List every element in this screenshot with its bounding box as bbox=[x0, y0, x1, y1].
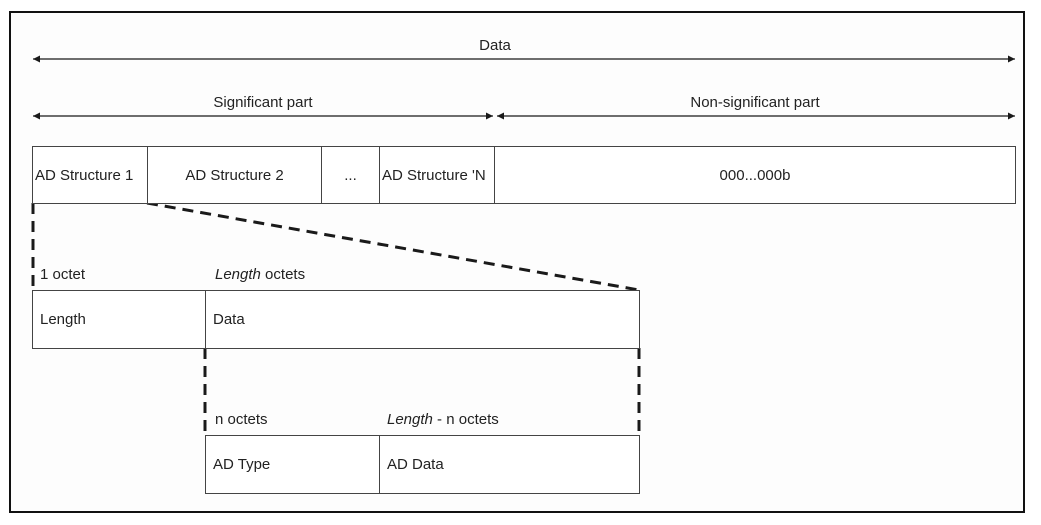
data-field-cell: Data bbox=[205, 290, 640, 349]
data-field-label: Data bbox=[213, 311, 245, 328]
ad-type-label: AD Type bbox=[213, 456, 271, 473]
ad-data-cell: AD Data bbox=[379, 435, 640, 494]
non-significant-zeros-label: 000...000b bbox=[719, 166, 791, 184]
ad-structure-1-cell: AD Structure 1 bbox=[32, 146, 148, 204]
non-significant-zeros-cell: 000...000b bbox=[494, 146, 1016, 204]
ad-structure-n-cell: AD Structure 'N bbox=[379, 146, 495, 204]
ad-type-cell: AD Type bbox=[205, 435, 380, 494]
length-italic: Length bbox=[215, 266, 261, 283]
ad-structure-n-label: AD Structure 'N bbox=[382, 166, 486, 184]
ellipsis-label: ... bbox=[344, 166, 357, 184]
length-field-cell: Length bbox=[32, 290, 206, 349]
length-field-label: Length bbox=[40, 311, 86, 328]
ad-data-size-label: Length - n octets bbox=[387, 411, 499, 428]
length-size-label: 1 octet bbox=[40, 266, 86, 283]
data-span-label: Data bbox=[479, 37, 511, 54]
ad-data-label: AD Data bbox=[387, 456, 444, 473]
expansion-dashed-diagonal bbox=[146, 201, 640, 292]
length-italic: Length bbox=[387, 411, 433, 428]
data-size-label: Length octets bbox=[215, 266, 306, 283]
ad-structure-2-cell: AD Structure 2 bbox=[147, 146, 322, 204]
ellipsis-cell: ... bbox=[321, 146, 380, 204]
ad-type-size-label: n octets bbox=[215, 411, 268, 428]
ad-structure-2-label: AD Structure 2 bbox=[185, 166, 284, 184]
diagram-frame bbox=[9, 11, 1025, 513]
significant-part-label: Significant part bbox=[213, 94, 313, 111]
ad-structure-1-label: AD Structure 1 bbox=[35, 166, 134, 184]
non-significant-part-label: Non-significant part bbox=[690, 94, 820, 111]
